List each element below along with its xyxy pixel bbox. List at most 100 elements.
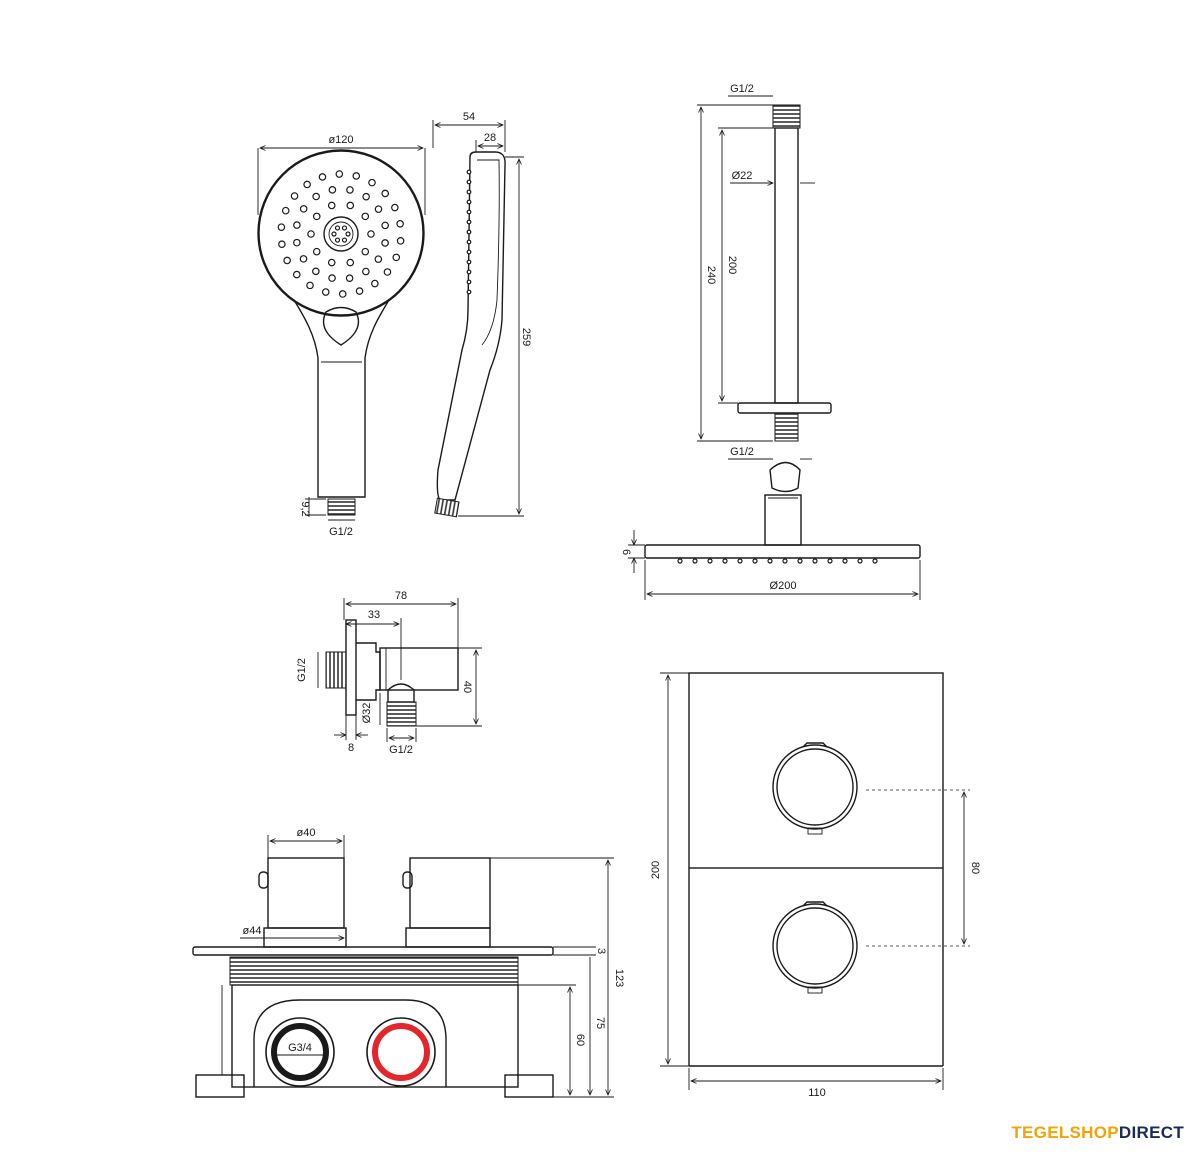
nozzle-dot: [334, 225, 341, 231]
nozzle-dot: [383, 268, 392, 276]
nozzle-dot: [328, 186, 337, 194]
brand-logo-part2: DIRECT: [1118, 1123, 1184, 1142]
nozzle-dot: [346, 258, 355, 267]
nozzle-dot: [346, 186, 354, 194]
nozzle-dot: [327, 201, 336, 210]
label-knob-diameter: ø40: [297, 827, 316, 839]
nozzle-dot: [361, 212, 370, 221]
nozzle-dot: [692, 558, 698, 564]
nozzle-dot: [312, 247, 321, 256]
nozzle-dot: [466, 249, 472, 255]
nozzle-dot: [292, 270, 301, 279]
thermostat-box-view: G3/4 ø40 ø44 123 75 60 3: [192, 827, 625, 1098]
nozzle-dot: [374, 255, 383, 263]
label-box-depth: 75: [594, 1017, 606, 1029]
nozzle-dot: [345, 274, 354, 282]
nozzle-dot: [466, 209, 472, 215]
label-outlet-height: 40: [461, 681, 473, 693]
nozzle-dot: [321, 288, 330, 296]
nozzle-dot: [381, 189, 390, 198]
brand-logo: TEGELSHOPDIRECT: [1011, 1123, 1184, 1143]
handshower-side-view: 54 28 259: [432, 111, 532, 518]
nozzle-dot: [381, 239, 389, 247]
nozzle-dot: [293, 238, 301, 247]
nozzle-dot: [466, 239, 472, 245]
label-arm-diameter: Ø22: [732, 170, 753, 182]
nozzle-dot: [812, 558, 818, 564]
label-arm-total-length: 240: [705, 266, 717, 284]
nozzle-dot: [466, 179, 472, 185]
nozzle-dot: [391, 203, 399, 212]
nozzle-dot: [327, 258, 336, 267]
nozzle-dot: [367, 230, 375, 238]
rainhead-nozzles: [677, 558, 878, 564]
nozzle-dot: [293, 221, 301, 229]
handshower-front-view: ø120 9,2 G1/2: [257, 134, 426, 538]
label-handshower-length: 259: [520, 328, 532, 346]
label-outlet-thread-side: G1/2: [296, 658, 308, 682]
nozzle-dot: [707, 558, 713, 564]
nozzle-dot: [331, 231, 337, 237]
nozzle-dot: [362, 192, 370, 201]
nozzle-dot: [466, 219, 472, 225]
nozzle-dot: [371, 279, 379, 288]
nozzle-dot: [466, 269, 472, 275]
label-outlet-total: 78: [395, 590, 407, 602]
nozzle-dot: [306, 281, 314, 290]
label-arm-inner-length: 200: [726, 256, 738, 274]
label-port-thread: G3/4: [288, 1042, 312, 1054]
nozzle-dot: [335, 170, 344, 178]
nozzle-dot: [278, 240, 286, 249]
label-rainhead-height: 6: [620, 549, 632, 555]
nozzle-dot: [328, 274, 336, 282]
nozzle-dot: [677, 558, 683, 564]
nozzle-dot: [299, 255, 308, 263]
nozzle-dot: [466, 289, 472, 295]
nozzle-dot: [362, 267, 370, 276]
nozzle-side-row: [466, 169, 472, 295]
label-handshower-depth-head: 28: [484, 132, 496, 144]
nozzle-dot: [283, 256, 291, 265]
label-knob-spacing: 80: [969, 862, 981, 874]
label-plate-thickness: 3: [595, 948, 607, 954]
nozzle-dot: [797, 558, 803, 564]
nozzle-dot: [396, 237, 405, 245]
nozzle-dot: [312, 267, 320, 276]
nozzle-dot: [374, 205, 383, 213]
nozzle-rosette: [331, 225, 351, 243]
label-outlet-offset: 33: [368, 609, 380, 621]
nozzle-dot: [281, 206, 290, 215]
nozzle-pattern: [277, 170, 405, 298]
wall-outlet-view: 78 33 G1/2 40 Ø32 8 G1/2: [296, 590, 482, 756]
label-base-diameter: ø44: [243, 925, 262, 937]
shower-arm-view: G1/2 240 200 Ø22 G1/2: [644, 83, 921, 564]
label-arm-thread-bottom: G1/2: [730, 446, 754, 458]
nozzle-dot: [752, 558, 758, 564]
nozzle-dot: [303, 180, 311, 189]
label-outlet-flange: 8: [348, 742, 354, 754]
nozzle-dot: [466, 279, 472, 285]
nozzle-dot: [312, 192, 320, 201]
nozzle-dot: [368, 178, 376, 187]
nozzle-dot: [277, 223, 286, 231]
nozzle-dot: [299, 205, 308, 213]
nozzle-dot: [767, 558, 773, 564]
nozzle-dot: [290, 192, 299, 200]
nozzle-dot: [334, 237, 341, 243]
nozzle-dot: [352, 172, 361, 180]
thermostat-front-view: 200 80 110: [650, 672, 981, 1099]
nozzle-dot: [857, 558, 863, 564]
label-total-depth: 123: [613, 969, 625, 987]
label-rainhead-diameter: Ø200: [770, 580, 797, 592]
nozzle-dot: [312, 212, 321, 221]
nozzle-dot: [872, 558, 878, 564]
nozzle-dot: [466, 229, 472, 235]
nozzle-dot: [341, 225, 348, 231]
nozzle-dot: [381, 221, 389, 230]
nozzle-dot: [737, 558, 743, 564]
nozzle-dot: [307, 230, 315, 238]
nozzle-dot: [341, 237, 348, 243]
nozzle-dot: [842, 558, 848, 564]
brand-logo-part1: TEGELSHOP: [1011, 1123, 1119, 1142]
